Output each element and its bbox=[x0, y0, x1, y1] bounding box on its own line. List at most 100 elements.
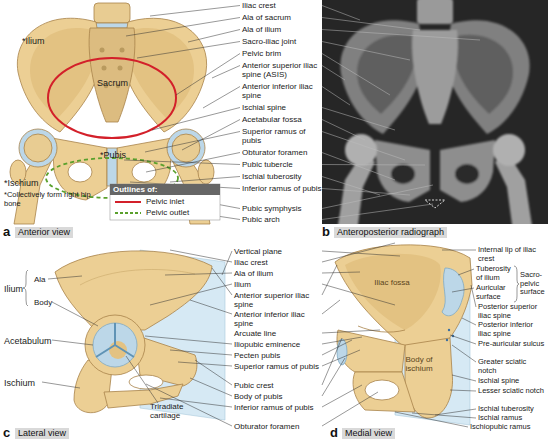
anatomy-label: Ischium bbox=[4, 378, 35, 388]
anatomy-label: *Pubis bbox=[100, 150, 126, 160]
legend-sample bbox=[114, 198, 142, 206]
anatomy-label: Anterior inferior iliac spine bbox=[234, 310, 322, 328]
legend-row: Pelvic inlet bbox=[114, 197, 184, 206]
pubic-arch-mark bbox=[425, 200, 445, 208]
anatomy-label: Pubic symphysis bbox=[242, 204, 322, 213]
anatomy-label: Pecten pubis bbox=[234, 351, 322, 360]
anatomy-label: Pre-auricular sulcus bbox=[478, 340, 546, 349]
obturator-foramen bbox=[68, 162, 92, 182]
anatomy-label: Anterior superior iliac spine (ASIS) bbox=[242, 61, 322, 79]
anatomy-label: Acetabular fossa bbox=[242, 115, 322, 124]
foramen bbox=[120, 48, 125, 53]
xray-head bbox=[493, 134, 525, 166]
anatomy-label: *Collectively form right hip bone bbox=[4, 191, 104, 208]
anatomy-label: Posterior inferior iliac spine bbox=[478, 321, 546, 338]
ilium bbox=[55, 251, 212, 330]
anatomy-label: Triradiate cartilage bbox=[150, 402, 200, 420]
legend-line bbox=[115, 212, 141, 214]
obturator-foramen bbox=[129, 375, 163, 389]
xray-fossa bbox=[357, 35, 415, 114]
sacrum bbox=[89, 28, 135, 122]
anatomy-label: Superior ramus of pubis bbox=[242, 127, 322, 145]
anatomy-label: Body of pubis bbox=[234, 392, 322, 401]
dot bbox=[446, 339, 448, 341]
region-label: Body of ischium bbox=[400, 355, 438, 373]
anatomy-label: Ala bbox=[34, 275, 46, 284]
pelvic-inlet bbox=[48, 58, 176, 138]
legend-row: Pelvic outlet bbox=[114, 208, 189, 217]
anatomy-label: Ischial tuberosity bbox=[242, 172, 322, 181]
legend-header bbox=[110, 184, 220, 195]
anatomy-label: Iliopubic eminence bbox=[234, 340, 322, 349]
leader-line bbox=[145, 250, 232, 426]
acetabulum bbox=[19, 129, 57, 167]
anatomy-label: Acetabulum bbox=[4, 336, 52, 346]
anatomy-label: Body bbox=[34, 298, 52, 307]
leader-line bbox=[322, 6, 480, 220]
foramen bbox=[100, 48, 105, 53]
anatomy-label: Tuberosity of ilium bbox=[476, 265, 516, 282]
anatomy-label: Ischial spine bbox=[478, 377, 546, 386]
anatomy-label: Ilium bbox=[234, 280, 322, 289]
obturator-foramen bbox=[132, 162, 156, 182]
anatomy-label: Pubic tubercle bbox=[242, 160, 322, 169]
anatomy-label: Ilium bbox=[4, 284, 23, 294]
xray-sacrum bbox=[412, 30, 458, 124]
anatomy-label: Ala of sacrum bbox=[242, 13, 322, 22]
anatomy-label: Pelvic brim bbox=[242, 49, 322, 58]
panel-letter: b bbox=[322, 225, 330, 239]
anatomy-label: Iliac crest bbox=[242, 1, 322, 10]
anatomy-label: Pubic arch bbox=[242, 215, 322, 224]
pubis bbox=[337, 330, 405, 372]
xray-wing bbox=[445, 20, 530, 134]
xray-vertebra bbox=[417, 0, 453, 24]
legend-text: Pelvic outlet bbox=[146, 208, 189, 217]
ischiopubic-ramus bbox=[353, 372, 415, 412]
anatomy-label: Ischial tuberosity bbox=[478, 405, 546, 414]
anatomy-label: Arcuate line bbox=[234, 329, 322, 338]
anatomy-label: Inferior ramus of pubis bbox=[242, 184, 322, 193]
legend-sample bbox=[114, 209, 142, 217]
anatomy-label: Obturator foramen bbox=[234, 422, 322, 431]
anatomy-label: Internal lip of iliac crest bbox=[478, 246, 546, 263]
region-label: Iliac fossa bbox=[374, 278, 410, 287]
femoral-head bbox=[24, 134, 52, 162]
anatomy-label: Anterior superior iliac spine bbox=[234, 291, 322, 309]
panel-letter: d bbox=[330, 426, 338, 440]
legend-line bbox=[115, 201, 141, 203]
leader-lines bbox=[23, 6, 519, 428]
hip-bone-lateral bbox=[55, 251, 212, 413]
legend-text: Pelvic inlet bbox=[146, 197, 184, 206]
gluteal-line bbox=[80, 269, 195, 285]
xray-foramen bbox=[391, 164, 415, 184]
xray-pubis bbox=[375, 140, 430, 202]
legend-heading: Outlines of: bbox=[113, 185, 157, 195]
legend-box bbox=[110, 184, 220, 220]
xray-head bbox=[345, 134, 377, 166]
anatomy-label: Vertical plane bbox=[234, 247, 322, 256]
anatomy-label: Ala of ilium bbox=[242, 25, 322, 34]
anatomy-label: Posterior superior iliac spine bbox=[478, 303, 546, 320]
symphyseal-surface bbox=[337, 339, 347, 365]
anatomy-label: Anterior inferior iliac spine bbox=[242, 82, 322, 100]
anatomy-label: Ischial spine bbox=[242, 103, 322, 112]
anatomy-label: Sacro-pelvic surface bbox=[520, 271, 548, 297]
acetabulum bbox=[93, 323, 137, 367]
anatomy-label: Sacrum bbox=[97, 78, 128, 88]
anatomy-label: Ischial ramus bbox=[478, 414, 546, 423]
iliac-fossa bbox=[345, 254, 441, 330]
view-caption: Lateral view bbox=[15, 428, 69, 439]
foramen bbox=[102, 66, 107, 71]
foramen bbox=[118, 66, 123, 71]
anatomy-label: Greater sciatic notch bbox=[478, 358, 546, 375]
arcuate-line bbox=[358, 326, 405, 332]
panel-letter: a bbox=[3, 225, 10, 239]
leader-line bbox=[322, 243, 400, 426]
bracket bbox=[514, 266, 519, 302]
view-caption: Anterior view bbox=[15, 227, 73, 238]
leader-line bbox=[42, 276, 158, 403]
view-caption: Medial view bbox=[342, 428, 395, 439]
anatomy-label: Iliac crest bbox=[234, 258, 322, 267]
dot bbox=[448, 329, 450, 331]
